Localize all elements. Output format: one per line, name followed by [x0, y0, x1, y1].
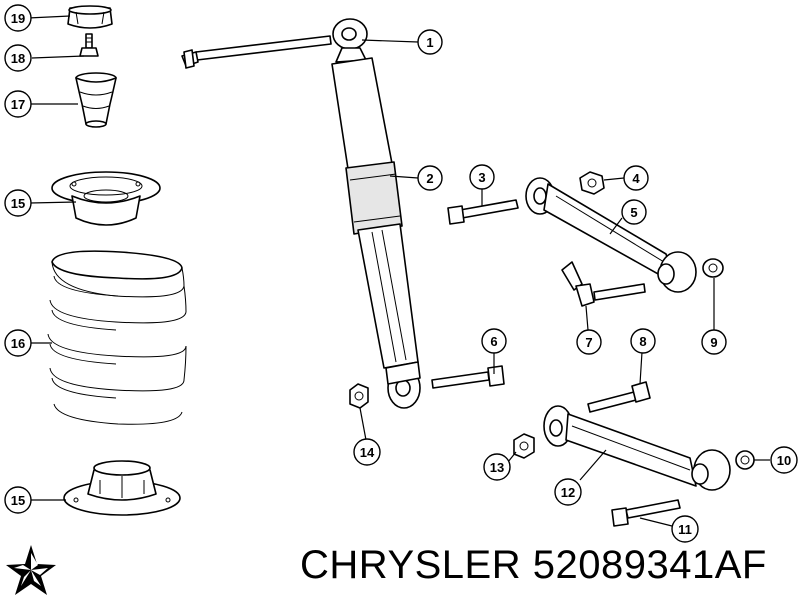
svg-text:9: 9 [710, 335, 717, 350]
svg-text:18: 18 [11, 51, 25, 66]
brand-name: CHRYSLER [300, 543, 522, 587]
svg-text:6: 6 [490, 334, 497, 349]
svg-text:11: 11 [678, 522, 692, 537]
callout-15-upper: 15 [4, 189, 32, 217]
callout-8: 8 [630, 328, 656, 354]
callout-2: 2 [417, 165, 443, 191]
svg-text:3: 3 [478, 170, 485, 185]
part-6-lower-bolt [431, 365, 505, 389]
part-8-bolt [587, 381, 651, 413]
pentastar-logo-icon [6, 545, 56, 595]
callout-12: 12 [554, 478, 582, 506]
svg-text:5: 5 [630, 205, 637, 220]
part-10-washer [735, 450, 755, 470]
svg-text:13: 13 [490, 460, 504, 475]
callout-14: 14 [353, 438, 381, 466]
callout-18: 18 [4, 44, 32, 72]
svg-text:17: 17 [11, 97, 25, 112]
svg-text:8: 8 [639, 334, 646, 349]
callout-19: 19 [4, 4, 32, 32]
callout-3: 3 [469, 164, 495, 190]
part-4-nut [579, 171, 605, 195]
svg-text:14: 14 [360, 445, 375, 460]
svg-text:15: 15 [11, 196, 25, 211]
part-1-upper-bolt [181, 35, 332, 69]
part-19-upper-mount [67, 5, 113, 29]
leader-lines [27, 15, 770, 527]
part-16-coil-spring [47, 250, 187, 425]
svg-text:2: 2 [426, 171, 433, 186]
part-11-bolt [611, 499, 681, 527]
callout-10: 10 [770, 446, 798, 474]
callout-7: 7 [576, 329, 602, 355]
svg-text:15: 15 [11, 493, 25, 508]
part-number: 52089341AF [532, 543, 767, 587]
svg-text:1: 1 [426, 35, 433, 50]
part-caption: CHRYSLER 52089341AF [300, 543, 767, 588]
part-18-small-bolt [79, 33, 99, 57]
part-12-lower-control-arm [543, 405, 731, 491]
callout-17: 17 [4, 90, 32, 118]
callout-11: 11 [671, 515, 699, 543]
svg-text:4: 4 [632, 171, 640, 186]
callout-6: 6 [481, 328, 507, 354]
callout-16: 16 [4, 329, 32, 357]
part-5-upper-control-arm [525, 177, 697, 293]
svg-text:12: 12 [561, 485, 575, 500]
part-17-jounce-bumper [75, 72, 117, 128]
part-14-nut [349, 383, 369, 409]
part-9-nut [702, 258, 724, 278]
svg-text:10: 10 [777, 453, 791, 468]
part-15-lower-spring-seat [63, 460, 181, 516]
callout-9: 9 [701, 329, 727, 355]
callout-13: 13 [483, 453, 511, 481]
part-7-bracket-bolt [561, 261, 646, 307]
callout-4: 4 [623, 165, 649, 191]
svg-text:19: 19 [11, 11, 25, 26]
callout-5: 5 [621, 199, 647, 225]
part-3-bolt [447, 199, 519, 225]
part-13-nut [513, 433, 535, 459]
svg-text:7: 7 [585, 335, 592, 350]
part-15-upper-spring-seat [51, 171, 161, 226]
callout-15-lower: 15 [4, 486, 32, 514]
callout-1: 1 [417, 29, 443, 55]
part-2-shock-absorber [331, 18, 421, 409]
svg-text:16: 16 [11, 336, 25, 351]
